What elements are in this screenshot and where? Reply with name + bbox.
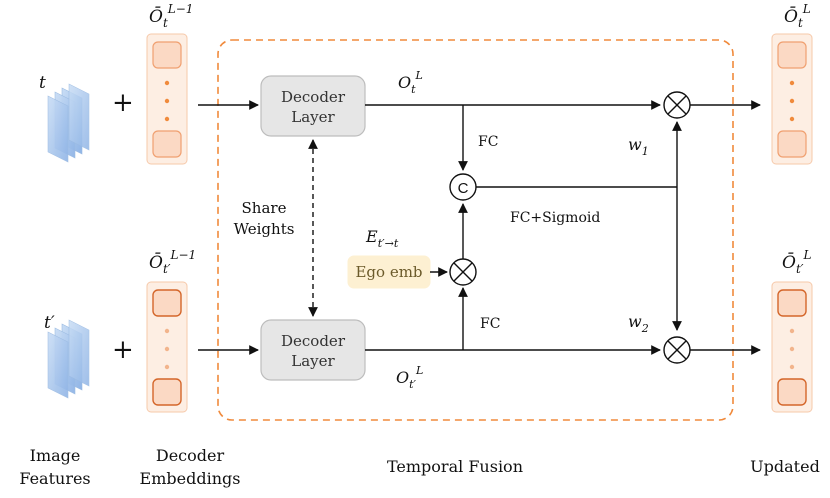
output-bottom-label: Ot′L	[396, 364, 423, 391]
plus-top: +	[112, 88, 134, 118]
ego-label: Et′→t	[365, 227, 399, 250]
w1-label: w1	[628, 135, 649, 158]
image-features-t-prime	[47, 319, 90, 399]
caption-image-features-2: Features	[19, 469, 90, 488]
w2-label: w2	[628, 312, 649, 335]
output-top-label: OtL	[398, 69, 423, 96]
caption-temporal-fusion: Temporal Fusion	[387, 457, 523, 476]
decoder-embedding-bottom	[146, 281, 188, 413]
decoder-top-line2: Layer	[291, 108, 335, 126]
decoder-embedding-top	[146, 33, 188, 165]
decoder-bottom-line2: Layer	[291, 352, 335, 370]
fc-sigmoid-label: FC+Sigmoid	[510, 210, 600, 226]
caption-image-features-1: Image	[30, 446, 81, 465]
plus-bottom: +	[112, 335, 134, 365]
caption-decoder-emb-1: Decoder	[156, 446, 225, 465]
multiply-node-ego	[449, 258, 477, 286]
multiply-node-bottom	[663, 336, 691, 364]
share-weights-line1: Share	[242, 199, 287, 217]
embedding-bottom-label: Ōt′L−1	[149, 248, 196, 276]
caption-updated: Updated	[750, 457, 820, 476]
decoder-layer-bottom	[260, 319, 366, 381]
input-label-t-prime: t′	[44, 313, 55, 333]
image-features-t	[47, 83, 90, 163]
concat-symbol: C	[458, 180, 469, 197]
temporal-fusion-region	[217, 39, 734, 421]
updated-top-label: ŌtL	[784, 2, 811, 30]
caption-decoder-emb-2: Embeddings	[140, 469, 241, 488]
fc-top-label: FC	[478, 134, 498, 150]
input-label-t: t	[39, 73, 46, 93]
embedding-top-label: ŌtL−1	[149, 2, 193, 30]
updated-embedding-top	[771, 33, 813, 165]
decoder-top-line1: Decoder	[281, 88, 346, 106]
fc-bottom-label: FC	[480, 316, 500, 332]
share-weights-line2: Weights	[234, 220, 295, 238]
multiply-node-top	[663, 91, 691, 119]
updated-bottom-label: Ōt′L	[782, 248, 811, 276]
ego-emb-text: Ego emb	[355, 263, 422, 281]
decoder-bottom-line1: Decoder	[281, 332, 346, 350]
updated-embedding-bottom	[771, 281, 813, 413]
decoder-layer-top	[260, 75, 366, 137]
